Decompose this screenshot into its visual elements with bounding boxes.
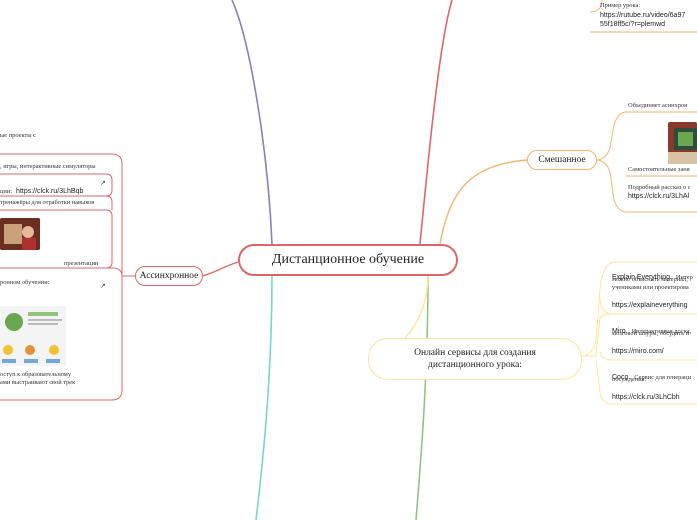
branch-teal-bottom bbox=[255, 275, 273, 520]
mixed-connector bbox=[439, 159, 528, 245]
service-explain-desc1: Интер bbox=[675, 274, 693, 281]
async-item-trainers: тренажёры для отработки навыков bbox=[0, 199, 95, 206]
async-item-brackets bbox=[0, 153, 135, 401]
branch-green-bottom bbox=[415, 275, 429, 520]
branch-red-top bbox=[419, 0, 453, 245]
service-miro-desc1: Интерактивная доска, bbox=[631, 328, 692, 335]
service-coco: Coco. Сервис для генераци bbox=[612, 366, 691, 384]
mixed-lesson-url2[interactable]: 55f18ff5c/?r=plemwd bbox=[600, 21, 666, 28]
mixed-lesson-url1[interactable]: https://rutube.ru/video/6a97 bbox=[600, 12, 686, 19]
central-topic[interactable]: Дистанционное обучение bbox=[238, 244, 458, 276]
topic-services-label: Онлайн сервисы для создания дистанционно… bbox=[414, 348, 536, 370]
mixed-detailed: Подробный рассказ о с bbox=[628, 184, 691, 191]
async-item-access1: оступ к образовательному bbox=[0, 371, 72, 378]
mixed-combines: Объединяет асинхрон bbox=[628, 102, 688, 109]
topic-mixed-label: Смешанное bbox=[538, 155, 586, 165]
service-explain-name: Explain Everything. bbox=[612, 274, 672, 281]
branch-purple-top bbox=[231, 0, 273, 245]
async-link-url[interactable]: https://clck.ru/3LhBqb bbox=[16, 188, 84, 195]
infographic-thumbnail bbox=[0, 306, 66, 366]
service-coco-desc2: обсуждения. bbox=[612, 376, 647, 383]
service-miro-desc2: мозговой штурм, обсудить и bbox=[612, 330, 690, 337]
service-coco-desc1: Сервис для генераци bbox=[634, 374, 692, 381]
async-item-games: , игры, интерактивные симуляторы bbox=[0, 163, 96, 170]
mixed-lesson-example: Пример урока: bbox=[600, 2, 641, 9]
topic-async-label: Ассинхронное bbox=[139, 271, 199, 281]
mixed-detailed-url[interactable]: https://clck.ru/3LhAl bbox=[628, 193, 690, 200]
computer-photo-thumbnail bbox=[668, 122, 697, 164]
service-coco-name: Coco. bbox=[612, 374, 631, 381]
service-miro: Miro. Интерактивная доска, bbox=[612, 320, 691, 338]
service-miro-url[interactable]: https://miro.com/ bbox=[612, 348, 664, 355]
service-explain-url[interactable]: https://explaineverything bbox=[612, 302, 688, 309]
async-item-link: ции: https://clck.ru/3LhBqb bbox=[0, 180, 83, 198]
topic-mixed[interactable]: Смешанное bbox=[527, 150, 597, 170]
async-item-presentations: презентации bbox=[64, 260, 99, 267]
external-link-icon[interactable]: ↗ bbox=[100, 179, 106, 187]
async-item-learning: ронном обучении: bbox=[0, 279, 50, 286]
async-item-projects: ые проекты с bbox=[0, 132, 36, 139]
photo-thumbnail bbox=[0, 218, 40, 250]
service-explain-desc2: можно объяснить материал, bbox=[612, 276, 688, 283]
async-link-label: ции: bbox=[0, 188, 13, 195]
service-miro-name: Miro. bbox=[612, 328, 628, 335]
topic-async[interactable]: Ассинхронное bbox=[135, 266, 203, 286]
central-title: Дистанционное обучение bbox=[271, 252, 425, 267]
external-link-icon[interactable]: ↗ bbox=[100, 282, 106, 290]
service-explain-desc3: учениками или проектирова bbox=[612, 284, 689, 291]
service-explain: Explain Everything. Интер bbox=[612, 266, 693, 284]
topic-services[interactable]: Онлайн сервисы для создания дистанционно… bbox=[368, 338, 582, 380]
async-connector bbox=[201, 261, 239, 277]
mixed-independent: Самостоятельные заня bbox=[628, 166, 690, 173]
mixed-item-brackets bbox=[589, 0, 697, 213]
async-item-access2: ами выстраивают свой трек bbox=[0, 379, 76, 386]
service-coco-url[interactable]: https://clck.ru/3LhCbh bbox=[612, 394, 680, 401]
services-item-brackets bbox=[581, 261, 697, 405]
